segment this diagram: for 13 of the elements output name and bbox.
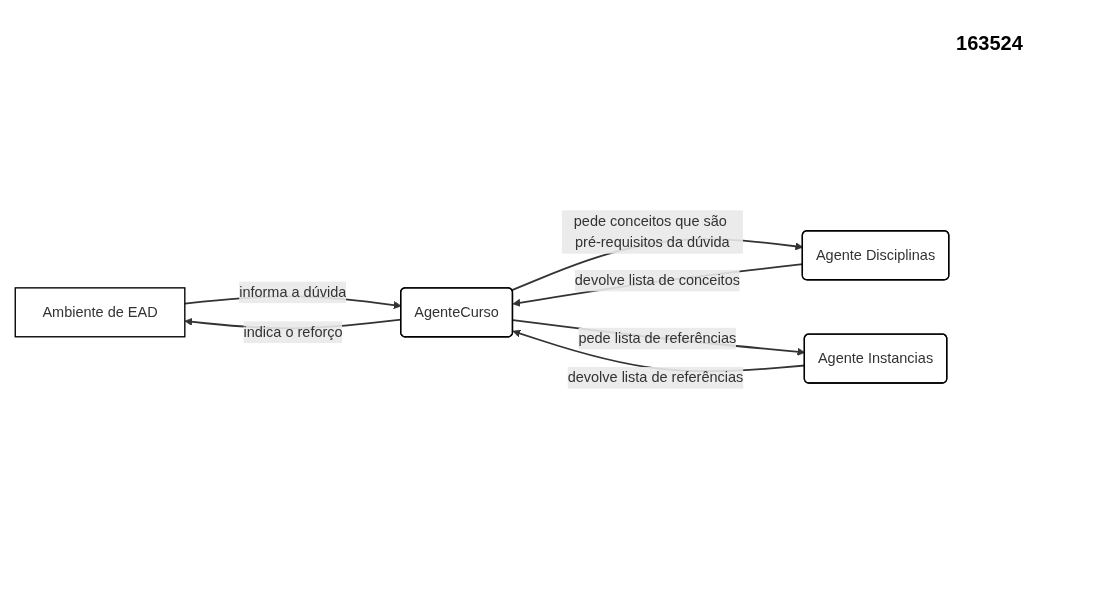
step-number: 3: [978, 32, 990, 55]
step-number: 1: [956, 32, 968, 55]
step-number: 6: [967, 32, 979, 55]
edge-label: informa a dúvida: [239, 284, 347, 300]
edge-label: pede conceitos que são pré-requisitos da dúvida: [573, 213, 730, 251]
node-box: Ambiente de EAD: [14, 287, 186, 338]
edge-label: pede lista de referências: [578, 330, 737, 346]
edge-label: devolve lista de conceitos: [574, 272, 740, 288]
edge-label: devolve lista de referências: [567, 369, 744, 386]
step-number: 2: [1000, 32, 1012, 55]
step-number: 4: [1011, 32, 1023, 55]
step-number: 5: [989, 32, 1001, 55]
edge-label: indica o reforço: [243, 324, 343, 340]
